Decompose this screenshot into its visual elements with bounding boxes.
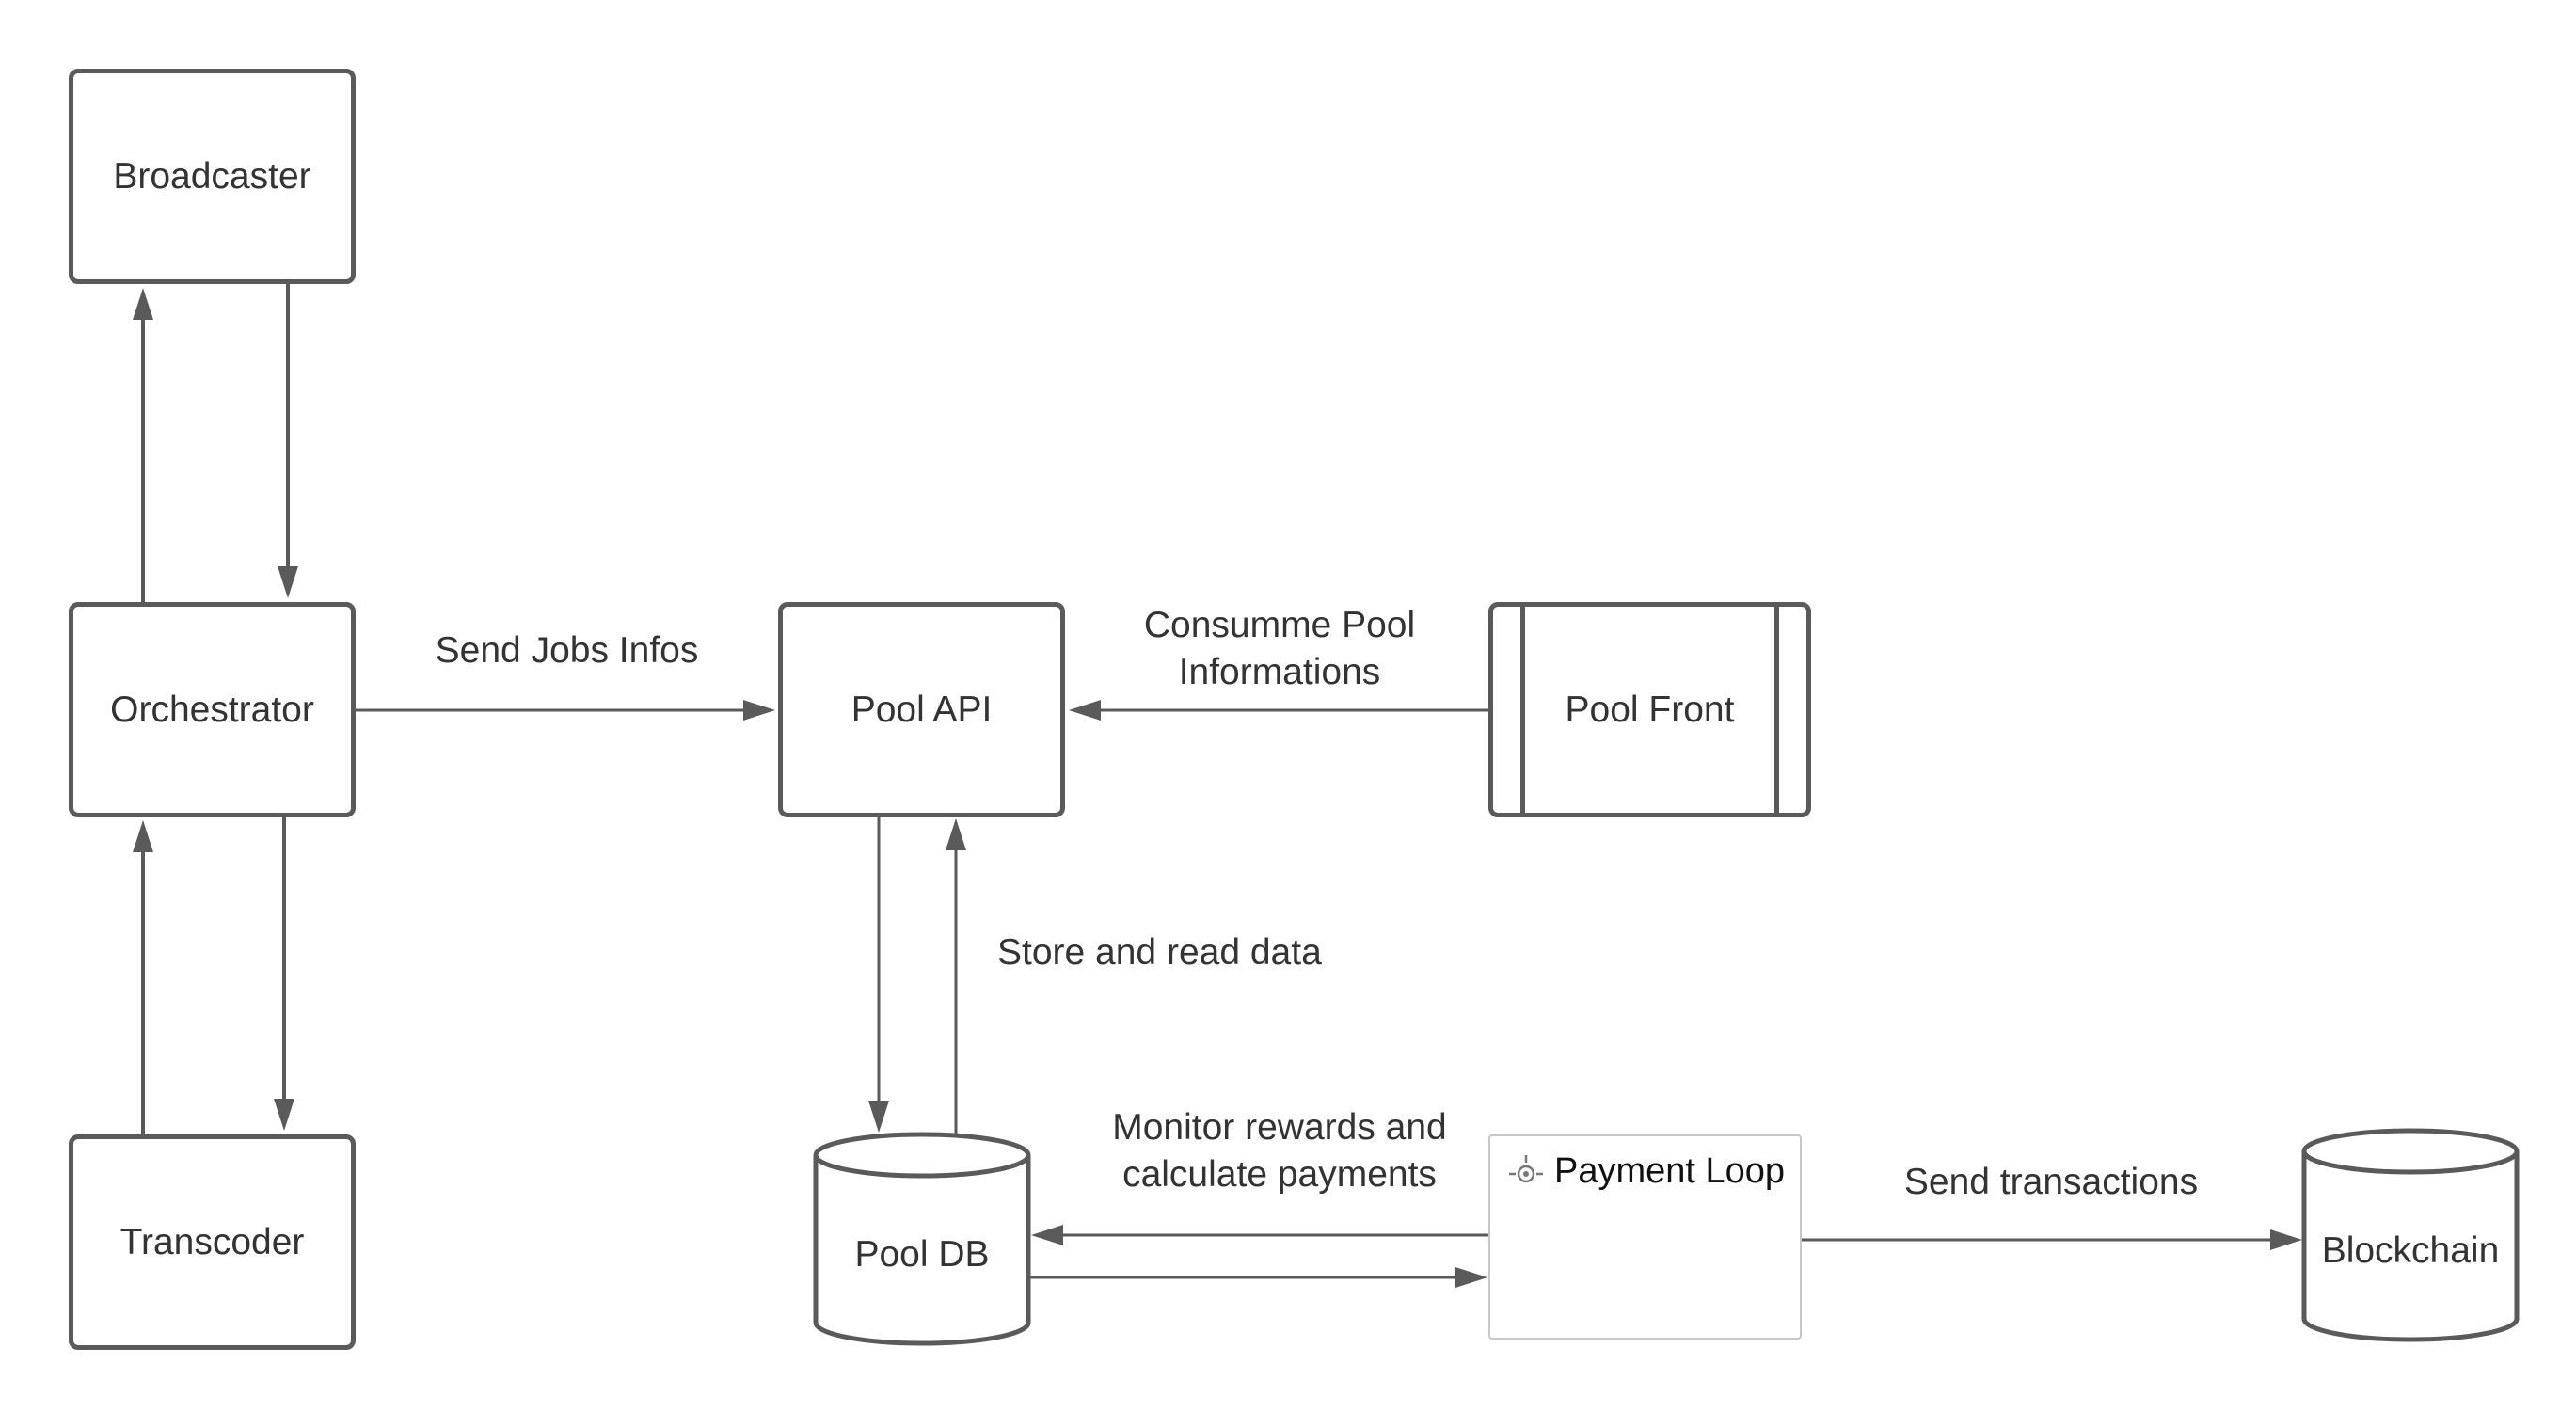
monitor-rewards-line1: Monitor rewards and — [1112, 1107, 1447, 1148]
arrowhead — [278, 566, 298, 598]
loop-icon — [1509, 1155, 1543, 1183]
payment-loop-node[interactable]: Payment Loop — [1488, 1134, 1802, 1340]
consume-pool-label: Consumme Pool Informations — [1082, 602, 1477, 696]
arrowhead — [868, 1101, 889, 1133]
payment-loop-label: Payment Loop — [1554, 1151, 1786, 1191]
orchestrator-node[interactable]: Orchestrator — [69, 602, 356, 817]
send-jobs-label: Send Jobs Infos — [435, 630, 699, 671]
consume-pool-line2: Informations — [1178, 652, 1381, 692]
arrowhead — [133, 820, 153, 852]
pool-db-cylinder[interactable] — [813, 1132, 1031, 1346]
monitor-rewards-line2: calculate payments — [1122, 1154, 1437, 1195]
blockchain-cylinder[interactable] — [2301, 1128, 2520, 1342]
pool-api-label: Pool API — [851, 689, 993, 730]
pool-front-left-bar — [1520, 607, 1525, 813]
blockchain-label: Blockchain — [2321, 1230, 2500, 1271]
arrowhead — [946, 818, 966, 850]
pool-db-label: Pool DB — [854, 1234, 990, 1275]
send-transactions-label: Send transactions — [1903, 1162, 2199, 1202]
transcoder-label: Transcoder — [119, 1221, 305, 1262]
arrowhead — [743, 700, 775, 721]
arrowhead — [133, 288, 153, 320]
broadcaster-node[interactable]: Broadcaster — [69, 69, 356, 284]
pool-front-label: Pool Front — [1565, 689, 1735, 730]
transcoder-node[interactable]: Transcoder — [69, 1134, 356, 1350]
broadcaster-label: Broadcaster — [113, 155, 311, 197]
arrowhead — [274, 1099, 294, 1131]
pool-api-node[interactable]: Pool API — [778, 602, 1065, 817]
orchestrator-label: Orchestrator — [110, 689, 314, 730]
monitor-rewards-label: Monitor rewards and calculate payments — [1054, 1104, 1505, 1198]
arrowhead — [2270, 1229, 2302, 1250]
arrowhead — [1069, 700, 1101, 721]
consume-pool-line1: Consumme Pool — [1143, 605, 1416, 645]
arrowhead — [1455, 1267, 1487, 1288]
store-read-label: Store and read data — [997, 932, 1322, 973]
arrowhead — [1031, 1225, 1063, 1245]
pool-front-right-bar — [1774, 607, 1779, 813]
pool-front-node[interactable]: Pool Front — [1488, 602, 1811, 817]
